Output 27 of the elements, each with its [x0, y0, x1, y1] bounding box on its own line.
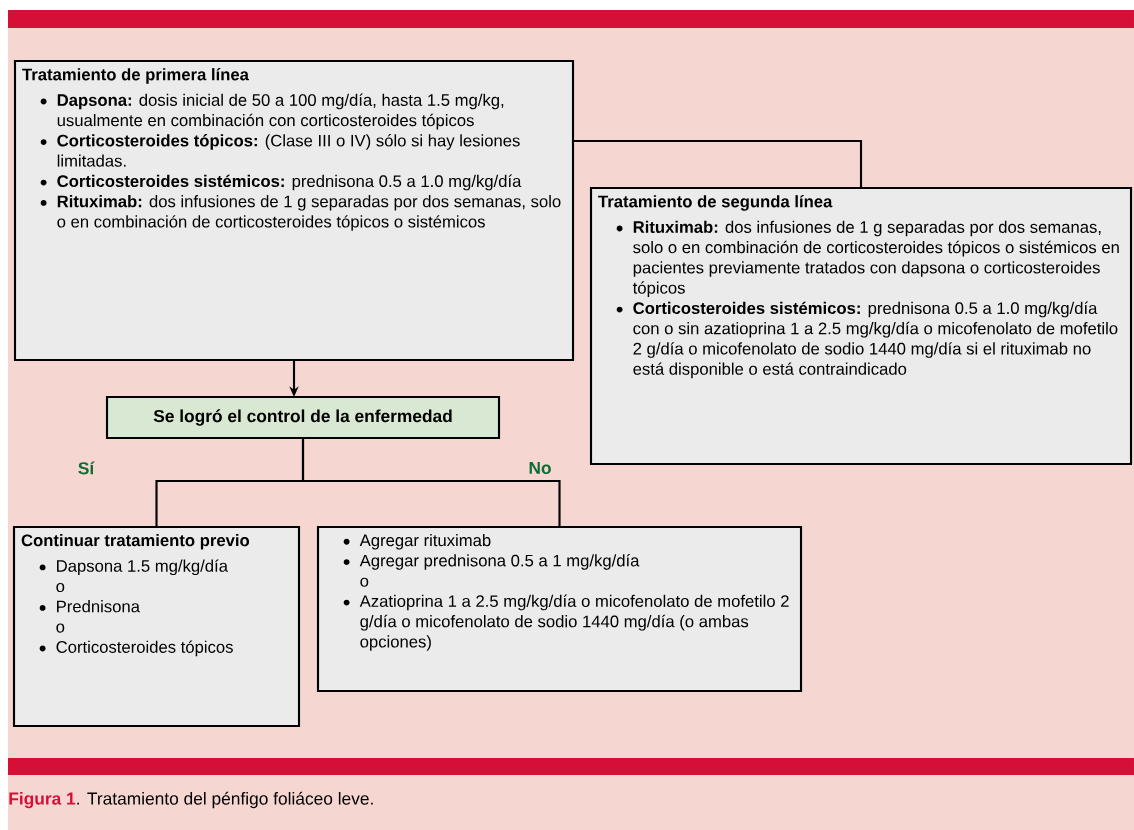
connector-word: o: [360, 577, 369, 587]
bullet-item: Dapsona 1.5 mg/kg/día: [39, 559, 228, 576]
box-heading: Tratamiento de segunda línea: [598, 195, 833, 211]
edge-label: No: [525, 459, 555, 477]
bullet-item: Corticosteroides sistémicos: prednisona 0.5 a 1.0 mg/kg/día: [40, 174, 522, 191]
treatment-box: [589, 186, 1133, 466]
bullet-item: Azatioprina 1 a 2.5 mg/kg/día o micofenolato de mofetilo 2 g/día o micofenolato de sodio 1440 mg/día (o ambas opciones): [343, 594, 789, 651]
treatment-box: [316, 525, 803, 693]
bullet-item: Agregar prednisona 0.5 a 1 mg/kg/día: [343, 554, 640, 570]
bullet-item: Corticosteroides tópicos: (Clase III o IV) sólo si hay lesiones limitadas.: [40, 134, 520, 167]
bullet-item: Agregar rituximab: [343, 534, 491, 550]
connector-word: o: [56, 623, 65, 633]
treatment-box: [13, 59, 575, 362]
bullet-item: Corticosteroides tópicos: [39, 640, 233, 657]
bullet-item: Prednisona: [39, 600, 140, 613]
box-heading: Tratamiento de primera línea: [22, 68, 249, 84]
connector-word: o: [56, 582, 65, 593]
decision-box: [105, 395, 501, 440]
box-heading: Continuar tratamiento previo: [21, 534, 250, 550]
bullet-item: Dapsona: dosis inicial de 50 a 100 mg/día, hasta 1.5 mg/kg, usualmente en combinación con corticosteroides tópicos: [40, 93, 504, 130]
bullet-item: Corticosteroides sistémicos: prednisona 0.5 a 1.0 mg/kg/día con o sin azatioprina 1 a 2.5 mg/kg/día o micofenolato de mofetilo 2 g/día o micofenolato de sodio 1440 mg/día si el rituximab no está disponible o está contraindicado: [616, 301, 1118, 379]
figure-caption: Figura 1. Tratamiento del pénfigo foliáceo leve.: [9, 791, 373, 809]
bullet-item: Rituximab: dos infusiones de 1 g separadas por dos semanas, solo o en combinación de corticosteroides tópicos o sistémicos: [40, 195, 561, 231]
treatment-box: [12, 525, 301, 728]
decision-text: Se logró el control de la enfermedad: [153, 409, 452, 426]
connector: [573, 139, 863, 188]
connector: [301, 438, 561, 527]
